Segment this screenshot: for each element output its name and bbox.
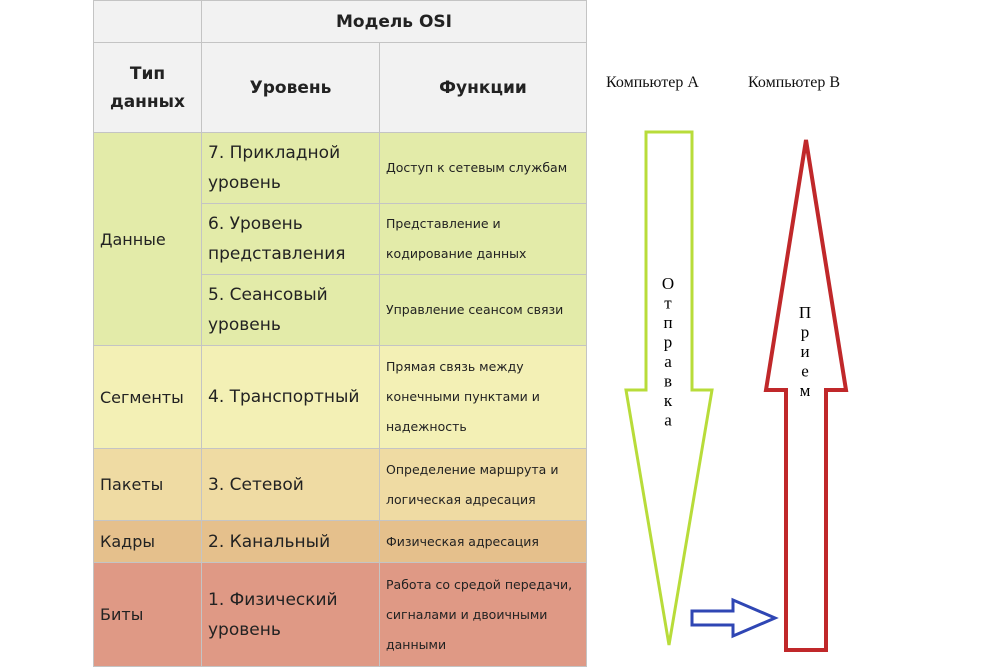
receive-up-arrow <box>763 139 849 652</box>
table-row: Пакеты 3. Сетевой Определение маршрута и… <box>93 448 587 521</box>
level-cell: 3. Сетевой <box>201 448 380 521</box>
send-label-letter: а <box>664 352 672 371</box>
osi-model-table: Модель OSI Тип данных Уровень Функции Да… <box>93 0 587 667</box>
header-functions: Функции <box>379 42 587 133</box>
send-label-letter: т <box>664 294 672 313</box>
send-label-letter: п <box>663 313 672 332</box>
send-down-arrow <box>624 130 714 646</box>
table-row: Кадры 2. Канальный Физическая адресация <box>93 520 587 563</box>
receive-label-letter: м <box>800 381 811 400</box>
data-type-cell: Пакеты <box>93 448 202 521</box>
receive-label-letter: р <box>801 323 810 342</box>
send-label-letter: р <box>664 333 673 352</box>
computer-a-label: Компьютер А <box>606 74 699 91</box>
send-label-letter: в <box>664 372 672 391</box>
function-cell: Доступ к сетевым службам <box>379 132 587 204</box>
level-cell: 1. Физический уровень <box>201 562 380 667</box>
table-row: Сегменты 4. Транспортный Прямая связь ме… <box>93 345 587 449</box>
table-title: Модель OSI <box>201 0 587 43</box>
level-cell: 6. Уровень представления <box>201 203 380 275</box>
receive-label-letter: П <box>799 303 811 322</box>
function-cell: Работа со средой передачи, сигналами и д… <box>379 562 587 667</box>
level-cell: 5. Сеансовый уровень <box>201 274 380 346</box>
function-cell: Физическая адресация <box>379 520 587 563</box>
data-type-cell: Биты <box>93 562 202 667</box>
level-cell: 7. Прикладной уровень <box>201 132 380 204</box>
data-type-cell: Кадры <box>93 520 202 563</box>
table-row: Данные 7. Прикладной уровень Доступ к се… <box>93 132 587 346</box>
send-label-letter: а <box>664 411 672 430</box>
table-row: Биты 1. Физический уровень Работа со сре… <box>93 562 587 667</box>
receive-label-letter: е <box>801 362 809 381</box>
title-spacer-cell <box>93 0 202 43</box>
data-type-cell: Данные <box>93 132 202 346</box>
send-label-letter: к <box>664 391 673 410</box>
receive-label-letter: и <box>800 342 809 361</box>
computer-b-label: Компьютер В <box>748 74 841 91</box>
data-type-cell: Сегменты <box>93 345 202 449</box>
send-label-letter: О <box>662 274 674 293</box>
level-cell: 2. Канальный <box>201 520 380 563</box>
transfer-right-arrow <box>690 597 779 639</box>
function-cell: Управление сеансом связи <box>379 274 587 346</box>
